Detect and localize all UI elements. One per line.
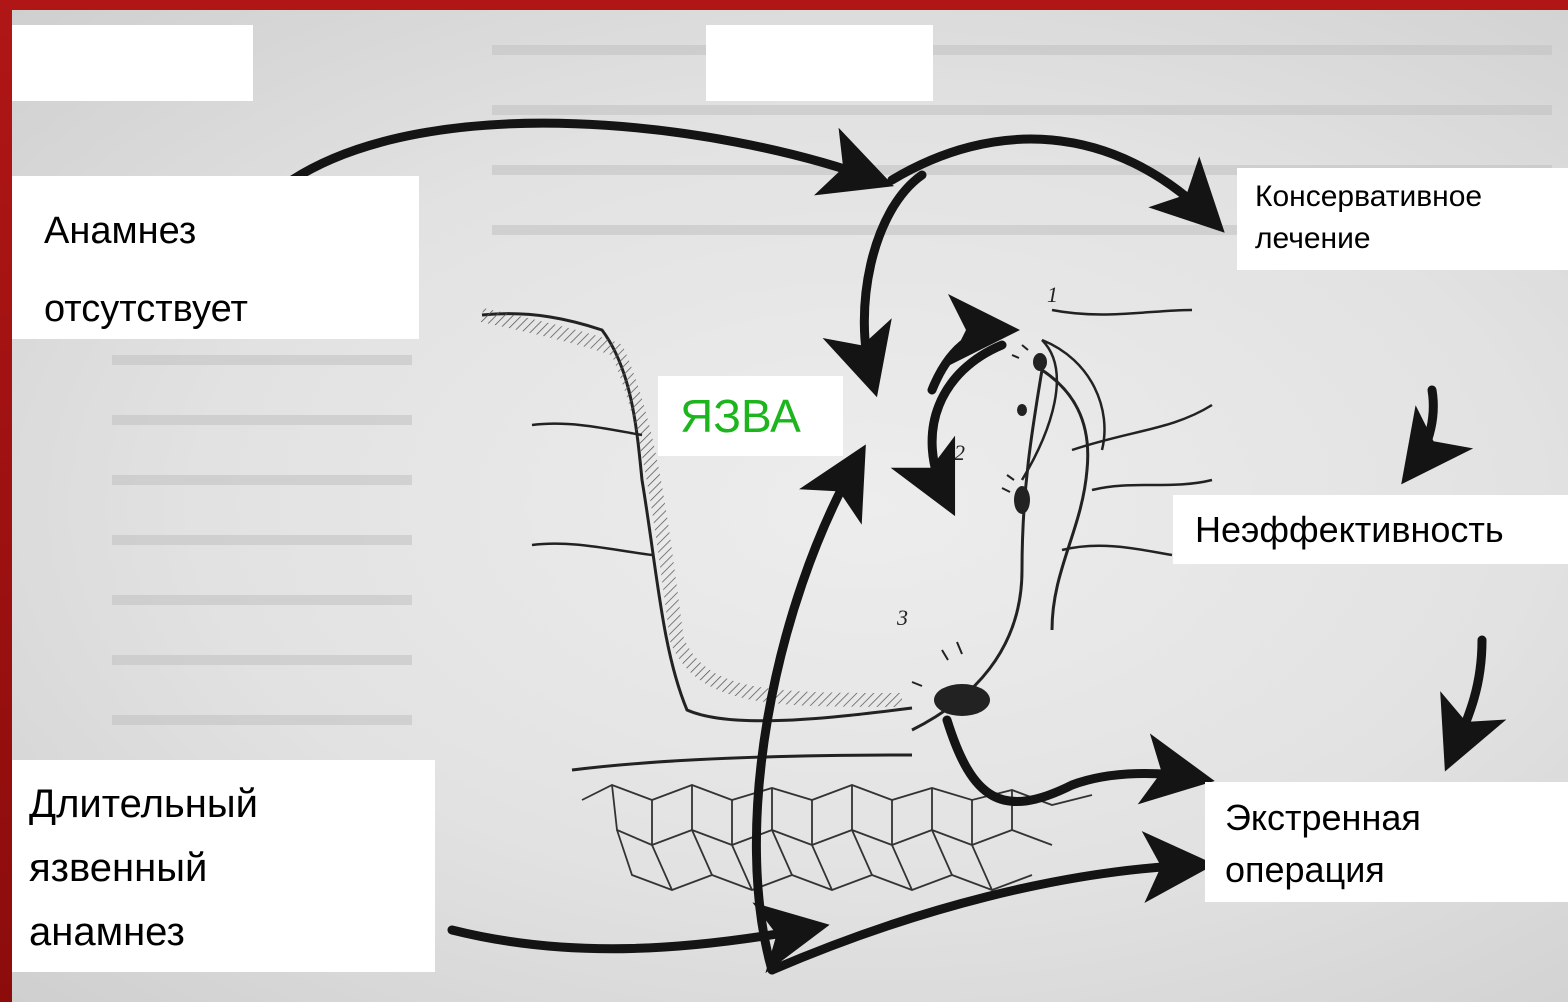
label-conservative-line-1: Консервативное — [1255, 176, 1568, 218]
arrow-site-2-to-1 — [932, 330, 1002, 390]
label-anamnesis-long-line-2: язвенный — [29, 836, 435, 900]
label-ineffectiveness: Неэффективность — [1173, 495, 1568, 564]
label-ulcer: ЯЗВА — [658, 376, 843, 456]
label-anamnesis-absent-line-1: Анамнез — [44, 192, 419, 270]
label-anamnesis-absent: Анамнез отсутствует — [12, 176, 419, 339]
label-emergency-line-2: операция — [1225, 844, 1568, 896]
ulcer-spots — [934, 353, 1047, 716]
arrow-ineffective-to-operation — [1452, 640, 1482, 755]
blank-box-center — [706, 25, 933, 101]
label-anamnesis-long-line-3: анамнез — [29, 900, 435, 964]
site-number-1: 1 — [1047, 282, 1058, 307]
arrow-down-to-ulcer — [864, 175, 922, 380]
label-anamnesis-absent-line-2: отсутствует — [44, 270, 419, 348]
label-conservative-treatment: Консервативное лечение — [1237, 168, 1568, 270]
arrow-to-operation-lower — [772, 865, 1197, 970]
arrow-to-operation-upper — [947, 720, 1197, 802]
arrow-ulcer-to-conservative — [892, 139, 1212, 220]
label-emergency-line-1: Экстренная — [1225, 792, 1568, 844]
label-anamnesis-long: Длительный язвенный анамнез — [12, 760, 435, 972]
arrow-conservative-to-ineffective — [1412, 390, 1433, 470]
duct-sketch — [532, 310, 1212, 555]
blank-box-left — [12, 25, 253, 101]
label-emergency-operation: Экстренная операция — [1205, 782, 1568, 902]
label-conservative-line-2: лечение — [1255, 218, 1568, 260]
site-number-2: 2 — [954, 440, 965, 465]
label-anamnesis-long-line-1: Длительный — [29, 772, 435, 836]
site-number-3: 3 — [896, 605, 908, 630]
arrow-long-anamnesis — [452, 928, 812, 949]
